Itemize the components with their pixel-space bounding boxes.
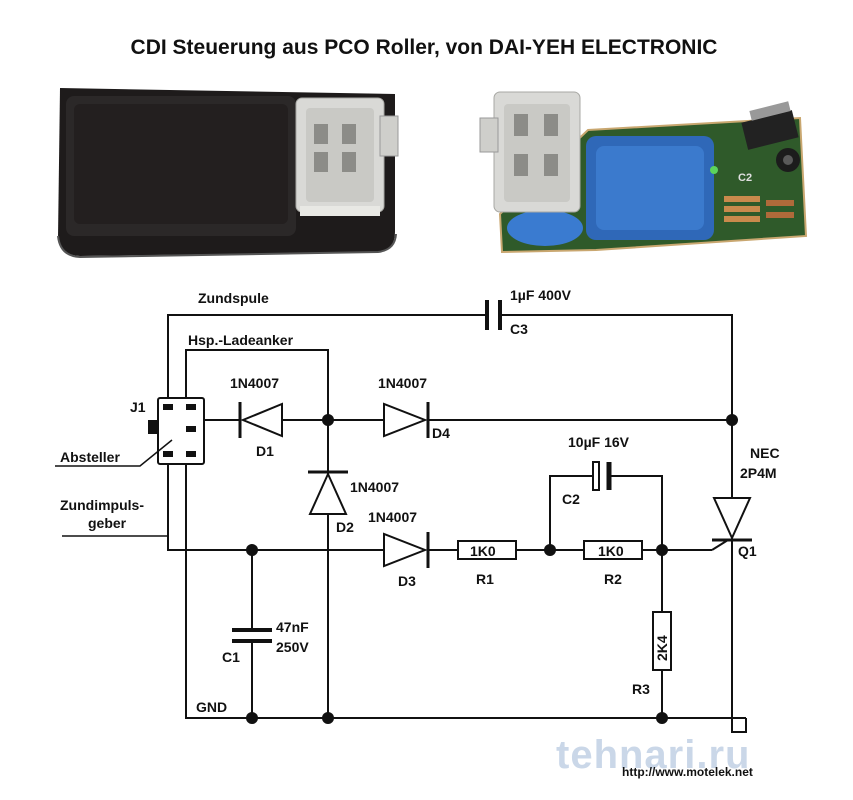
d3-name: D3 — [398, 573, 416, 589]
capacitor-c3 — [485, 300, 502, 330]
c1-value: 47nF — [276, 619, 309, 635]
label-hsp-ladeanker: Hsp.-Ladeanker — [188, 332, 294, 348]
cdi-pcb-photo: C2 — [479, 91, 808, 254]
d4-type: 1N4007 — [378, 375, 427, 391]
schematic-labels: Zundspule Hsp.-Ladeanker J1 Absteller Zu… — [60, 287, 780, 715]
connector-housing — [479, 91, 581, 213]
diode-d4 — [383, 402, 430, 438]
d2-name: D2 — [336, 519, 354, 535]
r2-name: R2 — [604, 571, 622, 587]
c1-name: C1 — [222, 649, 240, 665]
connector-housing — [295, 97, 399, 216]
d3-type: 1N4007 — [368, 509, 417, 525]
c2-value: 10µF 16V — [568, 434, 630, 450]
watermark-text: tehnari.ru — [556, 733, 750, 777]
d1-type: 1N4007 — [230, 375, 279, 391]
label-zundimpuls: Zundimpuls- — [60, 497, 144, 513]
d2-type: 1N4007 — [350, 479, 399, 495]
q1-name: Q1 — [738, 543, 757, 559]
d1-name: D1 — [256, 443, 274, 459]
label-gnd: GND — [196, 699, 227, 715]
diode-d1 — [238, 402, 283, 438]
resistor-r1 — [457, 540, 517, 560]
blue-capacitor — [586, 136, 714, 240]
c2-name: C2 — [562, 491, 580, 507]
q1-maker: NEC — [750, 445, 780, 461]
absteller-leader — [55, 439, 173, 467]
connector-j1 — [148, 397, 205, 465]
label-geber: geber — [88, 515, 127, 531]
r2-value: 1K0 — [598, 543, 624, 559]
capacitor-c1 — [232, 628, 272, 643]
r3-name: R3 — [632, 681, 650, 697]
label-absteller: Absteller — [60, 449, 120, 465]
q1-part: 2P4M — [740, 465, 777, 481]
diode-d2 — [308, 470, 348, 515]
resistor-r3 — [652, 611, 672, 671]
c3-value: 1µF 400V — [510, 287, 572, 303]
pcb-mark: C2 — [738, 172, 752, 184]
c1-voltage: 250V — [276, 639, 309, 655]
label-zundspule: Zundspule — [198, 290, 269, 306]
label-j1: J1 — [130, 399, 146, 415]
thyristor-q1 — [711, 497, 752, 576]
cdi-box-photo — [57, 88, 399, 259]
r1-name: R1 — [476, 571, 494, 587]
r1-value: 1K0 — [470, 543, 496, 559]
d4-name: D4 — [432, 425, 450, 441]
diode-d3 — [383, 532, 430, 568]
schematic — [55, 300, 752, 733]
c3-name: C3 — [510, 321, 528, 337]
r3-value: 2K4 — [654, 635, 670, 661]
capacitor-c2 — [592, 461, 612, 491]
resistor-r2 — [583, 540, 643, 560]
wires — [167, 314, 747, 733]
junction-dots — [246, 414, 738, 724]
page-title: CDI Steuerung aus PCO Roller, von DAI-YE… — [131, 36, 718, 59]
source-url: http://www.motelek.net — [622, 765, 753, 779]
